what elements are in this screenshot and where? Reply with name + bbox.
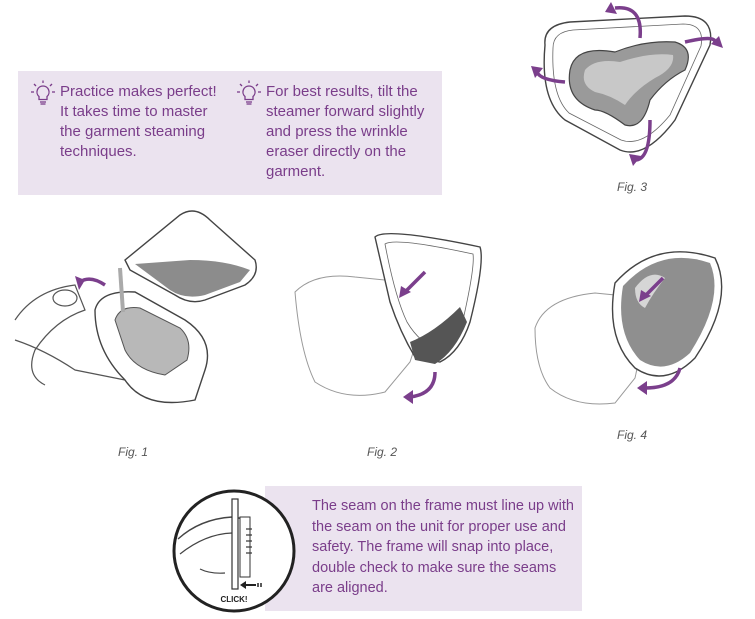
seam-note-text: The seam on the frame must line up with … xyxy=(312,498,574,596)
click-label: CLICK! xyxy=(220,595,247,604)
fig1-caption: Fig. 1 xyxy=(118,445,149,459)
fig3-illustration xyxy=(531,2,723,166)
fig2-caption: Fig. 2 xyxy=(367,445,398,459)
tips-panel xyxy=(18,71,442,195)
tip-tilt-text: For best results, tilt the steamer forwa… xyxy=(266,83,425,180)
fig3-caption: Fig. 3 xyxy=(617,180,648,194)
seam-detail-illustration: CLICK! xyxy=(172,489,296,613)
lightbulb-icon xyxy=(237,80,261,105)
seam-note-panel xyxy=(265,486,582,611)
tip-practice: Practice makes perfect! It takes time to… xyxy=(31,80,220,162)
fig2-illustration xyxy=(294,232,482,404)
fig1-illustration xyxy=(14,210,257,404)
tip-tilt: For best results, tilt the steamer forwa… xyxy=(237,80,441,182)
tip-practice-text: Practice makes perfect! It takes time to… xyxy=(60,83,217,160)
lightbulb-icon xyxy=(31,80,55,105)
fig4-caption: Fig. 4 xyxy=(617,428,648,442)
fig4-illustration xyxy=(534,251,723,405)
